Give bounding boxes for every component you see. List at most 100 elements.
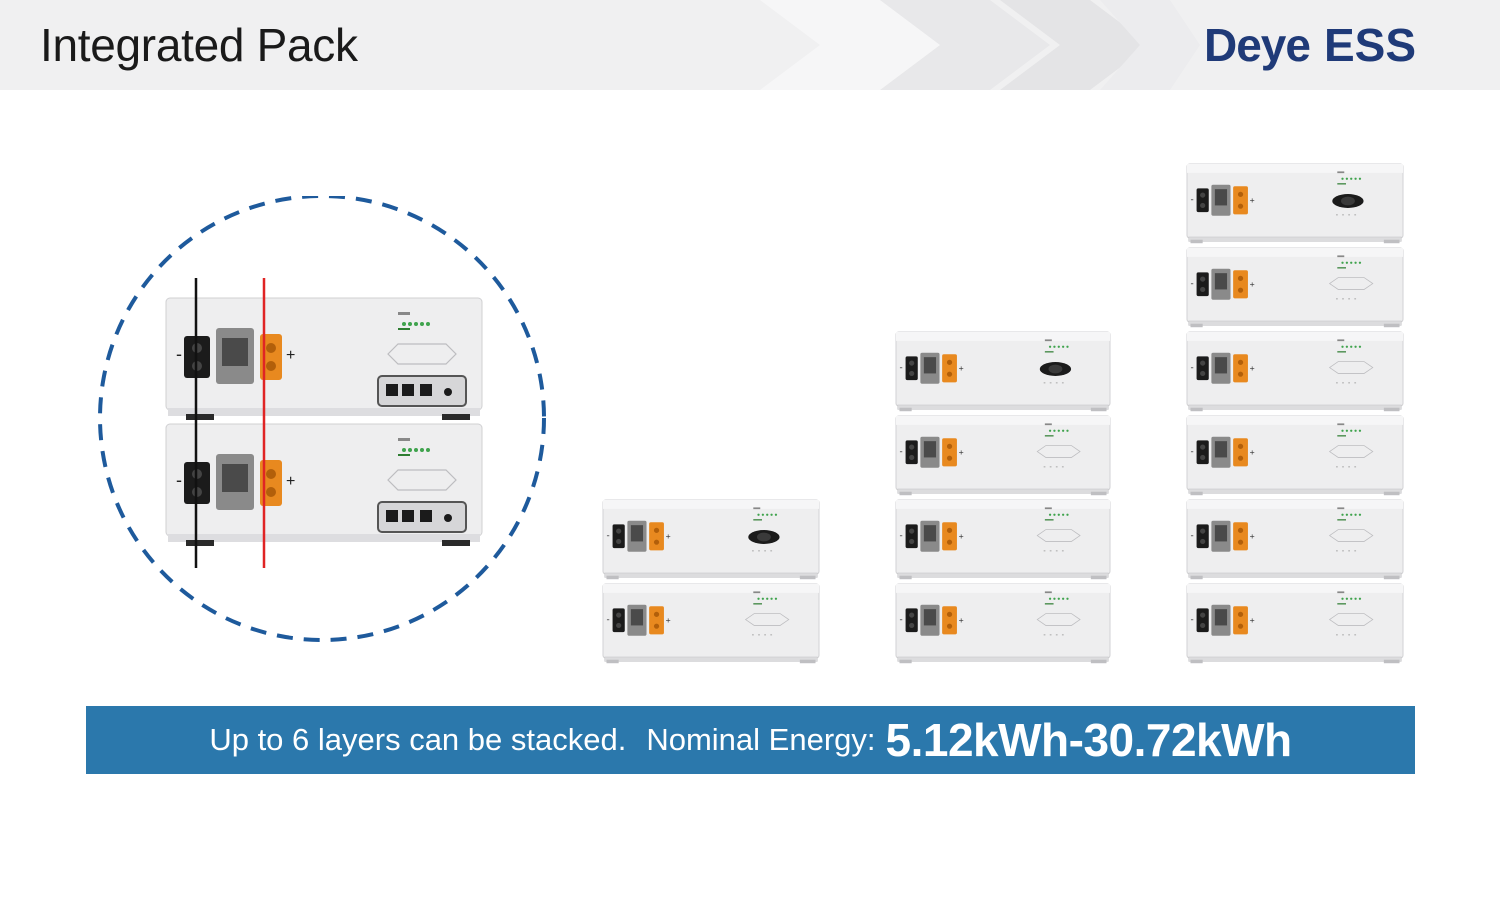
terminal-hole [1200,622,1206,629]
module-foot-left [186,414,214,420]
status-led [1358,513,1362,516]
status-led [1358,177,1362,180]
positive-terminal [942,354,957,383]
status-led [1345,177,1349,180]
communication-port [1211,604,1231,636]
port-label-mark [1348,634,1350,636]
module-rail [604,572,818,578]
minus-label: - [899,446,902,457]
port-socket [1214,357,1228,374]
port-label-mark [1336,634,1338,636]
led-bar [1337,183,1347,185]
module-body [602,583,820,659]
led-label-mark [753,507,761,510]
module-top-edge [1187,248,1403,257]
terminal-hole [909,622,915,629]
port-socket [1214,273,1228,290]
negative-terminal [905,356,918,381]
status-led [1341,345,1344,348]
terminal-hole [1237,371,1244,377]
led-bar [753,519,763,521]
rj45-port [386,510,398,522]
status-led [770,597,773,600]
terminal-hole [946,359,953,365]
communication-port [920,520,940,552]
module-foot-right [1383,407,1400,412]
port-socket [923,609,937,626]
status-led [761,597,765,600]
status-led [1345,345,1349,348]
terminal-hole [266,487,276,497]
module-body [895,583,1111,659]
terminal-hole [909,528,915,534]
module-top-edge [603,584,819,593]
port-label-mark [1354,214,1357,216]
port-label-mark [1043,382,1046,384]
positive-terminal [1233,606,1248,635]
minus-label: - [899,614,902,625]
status-led [1066,345,1069,348]
terminal-hole [909,370,915,377]
positive-terminal [1233,186,1248,215]
led-bar [1044,519,1054,521]
module-top-edge [896,584,1110,593]
port-label-mark [1342,382,1344,384]
port-cover-outline [744,613,790,626]
status-led [1341,429,1344,432]
terminal-hole [1200,286,1206,293]
port-label-mark [1348,466,1350,468]
port-label-mark [1348,550,1350,552]
plus-label: + [1250,615,1255,625]
battery-module: -+ [895,499,1111,580]
terminal-hole [1200,276,1206,282]
status-led [1350,177,1353,180]
terminal-hole [653,539,660,545]
battery-stack-6-layers: -+-+-+-+-+-+ [1186,163,1404,664]
banner-stack-text: Up to 6 layers can be stacked. [209,722,627,757]
module-foot-left [1190,659,1203,664]
terminal-hole [946,539,953,545]
module-rail [1188,320,1402,326]
port-cover-outline [1036,613,1081,626]
dip-switch [444,388,452,396]
battery-module: -+ [1186,163,1404,244]
status-led [414,322,418,326]
port-label-mark [1336,214,1338,216]
module-foot-left [899,575,912,580]
status-led [1062,597,1065,600]
module-foot-left [186,540,214,546]
module-foot-right [1383,575,1400,580]
battery-stack-4-layers: -+-+-+-+ [895,331,1111,664]
module-body [1186,583,1404,659]
status-led [1358,261,1362,264]
battery-module: -+ [1186,331,1404,412]
terminal-hole [1200,192,1206,198]
power-switch [1039,362,1072,376]
led-bar [398,454,410,456]
communication-port [627,604,647,636]
module-rail [604,656,818,662]
communication-port [1211,352,1231,384]
status-led [757,513,760,516]
module-rail [1188,656,1402,662]
plus-label: + [1250,279,1255,289]
terminal-hole [1200,528,1206,534]
negative-terminal [905,524,918,549]
terminal-hole [1200,538,1206,545]
brand-suffix: ESS [1323,19,1417,71]
plus-label: + [959,531,964,541]
module-body [895,499,1111,575]
terminal-hole [909,454,915,461]
plus-label: + [959,363,964,373]
port-label-mark [1342,214,1344,216]
port-label-mark [1354,634,1357,636]
status-led [402,322,406,326]
port-cover-outline [387,469,457,491]
plus-label: + [1250,363,1255,373]
positive-terminal [942,606,957,635]
port-cover-outline [1036,529,1081,542]
plus-label: + [286,473,295,490]
status-led [1048,345,1052,348]
module-top-edge [1187,584,1403,593]
